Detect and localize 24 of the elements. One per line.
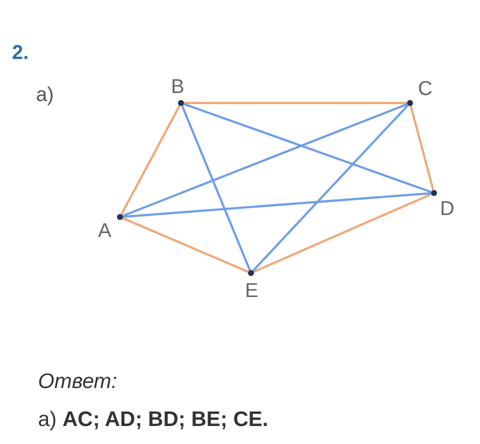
vertex-point (117, 214, 123, 220)
answer-heading: Ответ: (38, 370, 118, 394)
line-segment (181, 105, 251, 271)
task-number: 2. (12, 42, 29, 65)
vertex-point (431, 190, 437, 196)
point-label: D (440, 199, 454, 219)
line-segment (253, 193, 432, 273)
line-segment (122, 103, 408, 217)
line-segment (122, 192, 432, 218)
line-segment (252, 104, 409, 272)
point-label: A (98, 221, 112, 241)
vertex-point (248, 270, 254, 276)
vertex-point (407, 100, 413, 106)
line-segment (410, 106, 434, 190)
vertex-point (178, 100, 184, 106)
line-segment (120, 105, 181, 215)
part-label: а) (36, 84, 54, 107)
line-segment (184, 102, 407, 104)
answer-text: а) AC; AD; BD; BE; CE. (38, 408, 268, 432)
point-label: E (245, 281, 258, 301)
line-segment (122, 217, 249, 273)
point-label: B (171, 77, 184, 97)
point-label: C (418, 79, 432, 99)
line-segment (183, 102, 432, 194)
